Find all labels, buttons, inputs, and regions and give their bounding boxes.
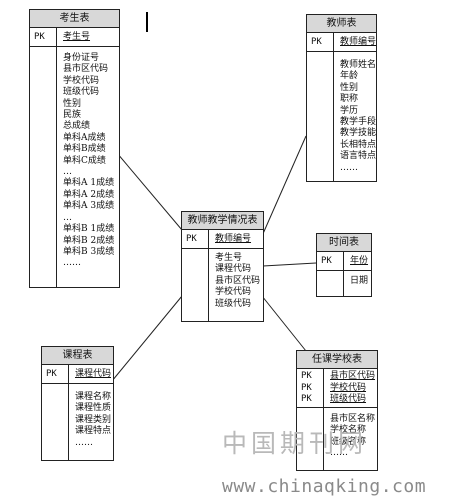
field: 年龄 <box>339 71 358 82</box>
field: 单科A成绩 <box>63 132 106 143</box>
field: 单科A 3成绩 <box>63 201 115 212</box>
time-pk-row: PK 年份 <box>317 252 371 271</box>
teaching-fields: 考生号 课程代码 县市区代码 学校代码 班级代码 <box>209 249 260 321</box>
field: 课程代码 <box>215 264 252 275</box>
field: 单科B 1成绩 <box>63 224 115 235</box>
field: 教师姓名 <box>339 60 376 70</box>
pk-field: 班级代码 <box>330 394 367 404</box>
field: 单科A 2成绩 <box>63 189 115 200</box>
teaching-pk-row: PK 教师编号 <box>182 230 263 249</box>
time-table-title: 时间表 <box>317 234 371 252</box>
field: 课程名称 <box>75 392 112 402</box>
pk-label: PK <box>30 28 57 46</box>
link-time-teaching <box>262 262 317 267</box>
field: 单科B成绩 <box>63 144 106 155</box>
pk-label: PK <box>317 252 344 270</box>
field: 教学手段 <box>339 117 376 128</box>
field: 教学技能 <box>339 128 376 139</box>
field: 性别 <box>63 98 82 109</box>
field: 日期 <box>350 276 369 286</box>
school-fields: 县市区名称 学校名称 班级名称 …… <box>324 408 375 470</box>
field: …… <box>330 448 348 459</box>
text-cursor <box>146 12 148 32</box>
teacher-fields: 教师姓名 年龄 性别 职称 学历 教学手段 教学技能 长相特点 语言特点 …… <box>334 52 376 181</box>
candidate-table: 考生表 PK 考生号 身份证号 县市区代码 学校代码 班级代码 性别 民族 总成… <box>29 9 120 288</box>
course-table-title: 课程表 <box>42 347 113 365</box>
field: 语言特点 <box>339 151 376 162</box>
field: 单科B 3成绩 <box>63 246 115 257</box>
pk-field: 年份 <box>350 256 369 266</box>
link-teacher-teaching <box>261 135 307 237</box>
field: 总成绩 <box>63 121 91 132</box>
field: 学校代码 <box>63 75 100 86</box>
field: 身份证号 <box>63 53 100 63</box>
course-pk-row: PK 课程代码 <box>42 365 113 384</box>
field: … <box>63 167 72 178</box>
pk-field: 教师编号 <box>215 234 252 244</box>
field: 单科A 1成绩 <box>63 178 115 189</box>
school-table: 任课学校表 PK PK PK 县市区代码 学校代码 班级代码 县市区名称 学校名… <box>296 350 378 471</box>
field: 课程特点 <box>75 426 112 437</box>
time-fields: 日期 <box>344 271 368 296</box>
field: 学校名称 <box>330 425 367 436</box>
course-table: 课程表 PK 课程代码 课程名称 课程性质 课程类别 课程特点 …… <box>41 346 114 461</box>
field: 职称 <box>339 94 358 105</box>
field: 单科B 2成绩 <box>63 235 115 246</box>
field: …… <box>63 258 81 269</box>
pk-field: 考生号 <box>63 32 91 42</box>
field: 课程类别 <box>75 414 112 425</box>
pk-label: PK <box>301 382 312 393</box>
pk-field: 教师编号 <box>340 37 377 47</box>
field: 学历 <box>339 105 358 116</box>
field: 班级代码 <box>63 87 100 98</box>
field: 县市区代码 <box>215 275 261 286</box>
pk-field: 课程代码 <box>75 369 112 379</box>
teacher-table: 教师表 PK 教师编号 教师姓名 年龄 性别 职称 学历 教学手段 教学技能 长… <box>306 14 377 182</box>
time-table: 时间表 PK 年份 日期 <box>316 233 372 297</box>
teaching-table: 教师教学情况表 PK 教师编号 考生号 课程代码 县市区代码 学校代码 班级代码 <box>181 211 264 322</box>
candidate-table-title: 考生表 <box>30 10 119 28</box>
field: … <box>63 212 72 223</box>
teaching-table-title: 教师教学情况表 <box>182 212 263 230</box>
field: 长相特点 <box>339 139 376 150</box>
pk-label: PK <box>182 230 209 248</box>
link-candidate-teaching <box>116 152 183 231</box>
teacher-pk-row: PK 教师编号 <box>307 33 376 52</box>
field: 单科C成绩 <box>63 155 106 166</box>
watermark-url: www.chinaqking.com <box>222 476 427 497</box>
field: …… <box>75 437 93 448</box>
field: 考生号 <box>215 253 243 263</box>
field: …… <box>339 162 358 173</box>
field: 班级名称 <box>330 436 367 447</box>
link-course-teaching <box>111 295 183 382</box>
school-table-title: 任课学校表 <box>297 351 377 369</box>
pk-field: 县市区代码 <box>330 371 376 381</box>
field: 民族 <box>63 110 82 121</box>
course-fields: 课程名称 课程性质 课程类别 课程特点 …… <box>69 384 111 460</box>
candidate-fields: 身份证号 县市区代码 学校代码 班级代码 性别 民族 总成绩 单科A成绩 单科B… <box>57 47 114 287</box>
field: 县市区代码 <box>63 64 109 75</box>
field: 课程性质 <box>75 403 112 414</box>
pk-label: PK <box>301 394 312 404</box>
field: 班级代码 <box>215 298 252 309</box>
pk-label: PK <box>307 33 334 51</box>
link-school-teaching <box>261 295 307 352</box>
school-pk-block: PK PK PK 县市区代码 学校代码 班级代码 <box>297 369 377 408</box>
pk-field: 学校代码 <box>330 382 367 393</box>
pk-label: PK <box>301 371 312 381</box>
field: 县市区名称 <box>330 414 376 424</box>
candidate-pk-row: PK 考生号 <box>30 28 119 47</box>
watermark-cn: 中国期刊网 <box>222 429 368 458</box>
field: 学校代码 <box>215 287 252 298</box>
teacher-table-title: 教师表 <box>307 15 376 33</box>
field: 性别 <box>339 82 358 93</box>
pk-label: PK <box>42 365 69 383</box>
